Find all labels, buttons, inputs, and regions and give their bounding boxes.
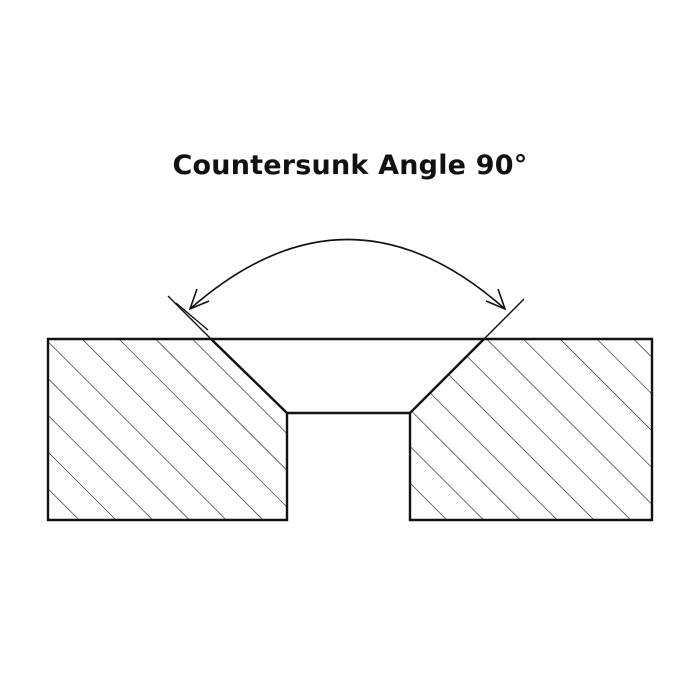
part-outline (46, 337, 289, 522)
part-outline-right (408, 337, 654, 522)
angle-dimension-arc (189, 238, 506, 310)
left-arrowhead (188, 288, 210, 311)
diagram-title: Countersunk Angle 90° (172, 150, 528, 181)
left-extension-tick (175, 302, 209, 331)
right-hatched-section (410, 339, 652, 520)
left-hatched-section (48, 339, 287, 520)
left-extension-line (167, 295, 212, 340)
right-arrowhead (485, 288, 507, 311)
right-extension-line (483, 298, 525, 340)
